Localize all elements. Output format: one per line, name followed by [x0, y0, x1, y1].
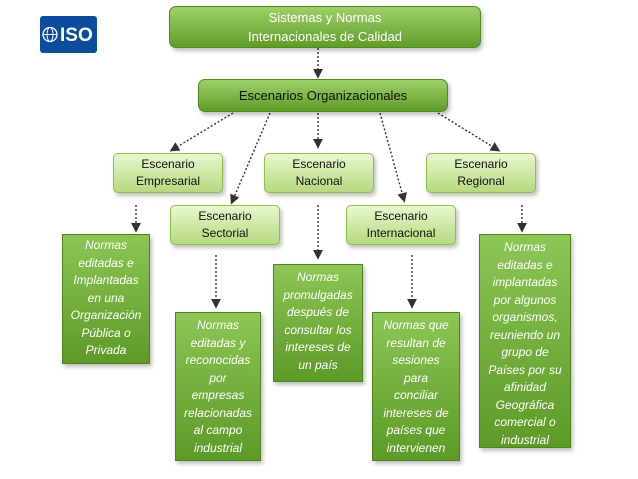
desc-line: al campo [193, 423, 243, 437]
desc-line: editadas e [78, 255, 134, 270]
scenario-nacional-line2: Nacional [295, 174, 343, 188]
desc-regional-box: Normas editadas e implantadas por alguno… [479, 234, 571, 448]
desc-line: Privada [85, 343, 127, 357]
organizational-scenarios-label: Escenarios Organizacionales [238, 88, 408, 103]
desc-sectorial-text: Normas editadas y reconocidas por empres… [184, 317, 252, 457]
desc-line: intereses de [383, 405, 449, 420]
scenario-empresarial-box: Escenario Empresarial [113, 153, 223, 193]
scenario-internacional-line1: Escenario [374, 209, 428, 223]
link-org-to-empresarial [169, 112, 234, 152]
desc-line: promulgadas [283, 287, 353, 302]
desc-line: en una [87, 290, 125, 305]
scenario-nacional-line1: Escenario [292, 157, 346, 171]
desc-line: intervienen [386, 440, 446, 455]
desc-line: consultar los [284, 322, 352, 337]
desc-regional-text: Normas editadas e implantadas por alguno… [488, 239, 561, 449]
desc-line: Pública o [81, 325, 131, 340]
desc-line: resultan de [386, 335, 446, 350]
scenario-internacional-line2: Internacional [366, 226, 436, 240]
scenario-sectorial-box: Escenario Sectorial [170, 205, 280, 245]
scenario-empresarial-line1: Escenario [141, 157, 195, 171]
main-title-line2: Internacionales de Calidad [248, 29, 402, 44]
organizational-scenarios-box: Escenarios Organizacionales [198, 79, 448, 112]
desc-line: conciliar [393, 388, 438, 402]
desc-line: Normas [84, 238, 127, 252]
desc-line: editadas e [497, 257, 553, 272]
desc-line: por algunos [493, 292, 557, 307]
desc-line: reconocidas [185, 353, 251, 367]
desc-sectorial-box: Normas editadas y reconocidas por empres… [175, 312, 261, 461]
desc-line: Organización [70, 308, 142, 322]
desc-nacional-text: Normas promulgadas después de consultar … [283, 269, 352, 374]
iso-logo: ISO [40, 16, 97, 53]
link-org-to-internacional [379, 112, 407, 203]
desc-line: un país [298, 357, 338, 372]
desc-line: relacionadas [183, 405, 253, 420]
scenario-regional-line2: Regional [457, 174, 505, 188]
scenario-regional-box: Escenario Regional [426, 153, 536, 193]
desc-empresarial-box: Normas editadas e Implantadas en una Org… [62, 234, 150, 364]
desc-line: para [403, 370, 429, 385]
desc-line: por [209, 370, 227, 385]
link-org-to-regional [437, 112, 501, 152]
desc-line: países que [386, 423, 446, 437]
desc-line: empresas [191, 388, 245, 402]
desc-line: industrial [500, 432, 550, 447]
desc-line: comercial o [494, 415, 556, 429]
scenario-empresarial-line2: Empresarial [135, 174, 201, 188]
desc-line: Implantadas [73, 273, 139, 287]
desc-line: después de [286, 305, 350, 319]
scenario-internacional-box: Escenario Internacional [346, 205, 456, 245]
link-org-to-sectorial [230, 112, 271, 205]
desc-line: Normas [503, 240, 546, 254]
desc-line: Normas [196, 318, 239, 332]
main-title-box: Sistemas y Normas Internacionales de Cal… [169, 6, 481, 48]
scenario-nacional-box: Escenario Nacional [264, 153, 374, 193]
iso-logo-text: ISO [60, 25, 93, 46]
desc-internacional-text: Normas que resultan de sesiones para con… [383, 317, 448, 457]
scenario-sectorial-line2: Sectorial [201, 226, 249, 240]
desc-line: sesiones [392, 353, 440, 367]
desc-nacional-box: Normas promulgadas después de consultar … [273, 264, 363, 382]
desc-line: afinidad [503, 380, 547, 394]
desc-line: reuniendo un [489, 327, 561, 342]
desc-empresarial-text: Normas editadas e Implantadas en una Org… [71, 237, 142, 360]
desc-internacional-box: Normas que resultan de sesiones para con… [372, 312, 460, 461]
desc-line: organismos, [492, 310, 558, 324]
desc-line: implantadas [492, 275, 558, 289]
desc-line: editadas y [190, 335, 246, 350]
desc-line: Geográfica [495, 397, 555, 412]
scenario-regional-line1: Escenario [454, 157, 508, 171]
desc-line: industrial [193, 440, 242, 455]
desc-line: Países por su [488, 362, 562, 377]
desc-line: Normas que [383, 318, 449, 332]
scenario-sectorial-line1: Escenario [198, 209, 252, 223]
desc-line: grupo de [501, 345, 549, 359]
iso-globe-icon: ISO [42, 25, 93, 46]
desc-line: intereses de [285, 340, 351, 354]
desc-line: Normas [296, 270, 339, 284]
main-title-line1: Sistemas y Normas [268, 10, 382, 25]
